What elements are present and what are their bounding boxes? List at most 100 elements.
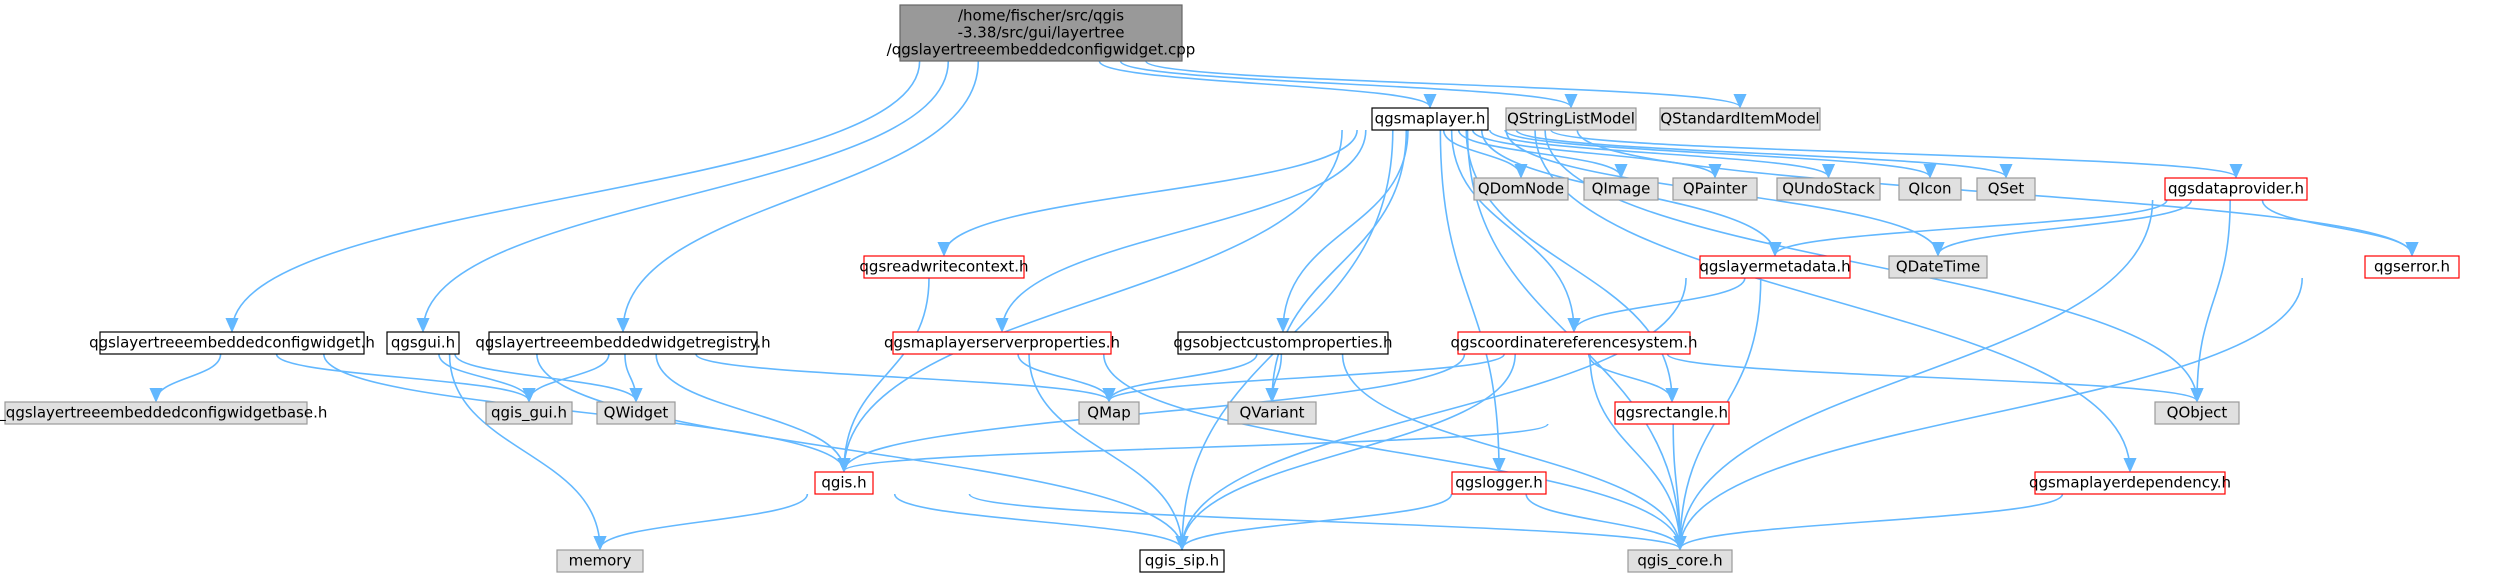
node-qgserror-h[interactable]: qgserror.h xyxy=(2364,255,2460,279)
edge-qgscoordinatereferencesystem-h-to-qobject xyxy=(1666,353,2197,401)
node-label: QDateTime xyxy=(1896,258,1980,276)
node-box xyxy=(1371,107,1489,131)
node-label: QWidget xyxy=(604,404,669,422)
node-qgsmaplayerdependency-h[interactable]: qgsmaplayerdependency.h xyxy=(2029,471,2231,495)
node-box xyxy=(1473,177,1569,201)
edge-qgsmaplayer-h-to-qobject xyxy=(1544,129,2197,401)
node-qgsmaplayer-h[interactable]: qgsmaplayer.h xyxy=(1371,107,1489,131)
edge-qgsmaplayer-h-to-qgscoordinatereferencesystem-h xyxy=(1450,129,1574,331)
node-box xyxy=(488,331,758,355)
edge-qgsmaplayer-h-to-qdomnode xyxy=(1442,129,1521,177)
node-label: QStandardItemModel xyxy=(1660,110,1819,128)
edge-qgsmaplayer-h-to-qgslogger-h xyxy=(1439,129,1499,471)
node-label: QMap xyxy=(1087,404,1130,422)
node-qgslogger-h[interactable]: qgslogger.h xyxy=(1451,471,1547,495)
edge-qgserror-h-to-qgis-core-h xyxy=(1680,277,2303,549)
edge-qgsrectangle-h-to-qgis-h xyxy=(844,423,1549,471)
node-box xyxy=(2364,255,2460,279)
node-label: memory xyxy=(569,552,632,570)
node-label: QObject xyxy=(2167,404,2228,422)
edge-qgslayertreeembeddedwidgetregistry-h-to-qgis-gui-h xyxy=(529,353,610,401)
node-qgis-core-h: qgis_core.h xyxy=(1627,549,1733,573)
node-label: QVariant xyxy=(1239,404,1304,422)
node-label: qgslayertreeembeddedconfigwidget.h xyxy=(89,334,375,352)
node-qgis-h[interactable]: qgis.h xyxy=(814,471,874,495)
edge-root-to-qgslayertreeembeddedwidgetregistry-h xyxy=(623,60,980,331)
node-label: QPainter xyxy=(1683,180,1748,198)
node-qdatetime: QDateTime xyxy=(1888,255,1988,279)
edge-qgis-h-to-qgis-sip-h xyxy=(893,493,1182,549)
node-label: qgis_sip.h xyxy=(1145,552,1219,571)
edge-qgslayermetadata-h-to-qgis-sip-h xyxy=(1182,277,1687,549)
edge-qgsmaplayer-h-to-qgsmaplayerdependency-h xyxy=(1534,129,2130,471)
node-box xyxy=(386,331,460,355)
edge-qgsmaplayer-h-to-qgsrectangle-h xyxy=(1465,129,1672,401)
edge-qgis-h-to-memory xyxy=(600,493,809,549)
edge-qgscoordinatereferencesystem-h-to-qgsrectangle-h xyxy=(1587,353,1672,401)
node-qgslayertreeembeddedconfigwidget-h[interactable]: qgslayertreeembeddedconfigwidget.h xyxy=(89,331,375,355)
node-box xyxy=(2034,471,2226,495)
node-label: qgis.h xyxy=(821,474,866,492)
edge-qgslayertreeembeddedwidgetregistry-h-to-qgis-h xyxy=(655,353,844,471)
edge-qgsmaplayer-h-to-qgis-h xyxy=(844,129,1343,471)
node-label: /home/fischer/src/qgis xyxy=(958,7,1124,25)
node-qset: QSet xyxy=(1976,177,2036,201)
node-label: qgsgui.h xyxy=(391,334,455,352)
node-qgslayermetadata-h[interactable]: qgslayermetadata.h xyxy=(1699,255,1851,279)
node-qvariant: QVariant xyxy=(1227,401,1317,425)
edge-qgsdataprovider-h-to-qobject xyxy=(2197,199,2231,401)
node-box xyxy=(556,549,644,573)
edge-qgscoordinatereferencesystem-h-to-qgis-sip-h xyxy=(1182,353,1516,549)
node-label: qgsrectangle.h xyxy=(1616,404,1728,422)
node-box xyxy=(1898,177,1962,201)
node-qgsreadwritecontext-h[interactable]: qgsreadwritecontext.h xyxy=(859,255,1029,279)
edge-qgslayertreeembeddedwidgetregistry-h-to-qwidget xyxy=(624,353,636,401)
edge-qgsmaplayer-h-to-qset xyxy=(1515,129,2006,177)
node-box xyxy=(1627,549,1733,573)
node-box xyxy=(899,4,1183,62)
node-label: QSet xyxy=(1988,180,2025,198)
node-qgsobjectcustomproperties-h[interactable]: qgsobjectcustomproperties.h xyxy=(1173,331,1393,355)
edge-qgsmaplayer-h-to-qvariant xyxy=(1272,129,1408,401)
edge-qgscoordinatereferencesystem-h-to-qgis-h xyxy=(844,353,1466,471)
node-label: qgslayertreeembeddedwidgetregistry.h xyxy=(475,334,770,352)
node-qgscoordinatereferencesystem-h[interactable]: qgscoordinatereferencesystem.h xyxy=(1451,331,1698,355)
node-qgsgui-h[interactable]: qgsgui.h xyxy=(386,331,460,355)
node-memory: memory xyxy=(556,549,644,573)
node-label: QImage xyxy=(1592,180,1651,198)
node-qicon: QIcon xyxy=(1898,177,1962,201)
node-box xyxy=(1505,107,1637,131)
node-qmap: QMap xyxy=(1078,401,1140,425)
edge-qgsmaplayerserverproperties-h-to-qgis-core-h xyxy=(1102,353,1680,549)
node-qgis-sip-h[interactable]: qgis_sip.h xyxy=(1139,549,1225,573)
edge-qgsdataprovider-h-to-qgserror-h xyxy=(2261,199,2412,255)
node-qgsmaplayerserverproperties-h[interactable]: qgsmaplayerserverproperties.h xyxy=(884,331,1120,355)
node-qgis-gui-h: qgis_gui.h xyxy=(485,401,573,425)
node-qgslayertreeembeddedwidgetregistry-h[interactable]: qgslayertreeembeddedwidgetregistry.h xyxy=(475,331,771,355)
node-label: -3.38/src/gui/layertree xyxy=(958,24,1125,42)
node-label: QIcon xyxy=(1908,180,1951,198)
edge-qgsrectangle-h-to-qgis-core-h xyxy=(1672,423,1680,549)
edge-qgslayertreeembeddedconfigwidget-h-to-qgis-gui-h xyxy=(275,353,529,401)
node-box xyxy=(4,401,308,425)
node-box xyxy=(1976,177,2036,201)
node-box xyxy=(1451,471,1547,495)
node-box xyxy=(485,401,573,425)
node-qgsdataprovider-h[interactable]: qgsdataprovider.h xyxy=(2164,177,2308,201)
edge-qgsreadwritecontext-h-to-qgis-h xyxy=(844,277,930,471)
node-label: QStringListModel xyxy=(1507,110,1635,128)
node-label: QUndoStack xyxy=(1782,180,1875,198)
node-box xyxy=(1776,177,1881,201)
edge-qgis-h-to-qgis-core-h xyxy=(968,493,1680,549)
node-box xyxy=(1177,331,1389,355)
node-label: qgsobjectcustomproperties.h xyxy=(1173,334,1392,352)
edge-root-to-qstandarditemmodel xyxy=(1145,60,1740,107)
node-label: qgsreadwritecontext.h xyxy=(859,258,1028,276)
node-label: qgslogger.h xyxy=(1455,474,1543,492)
node-qgsrectangle-h[interactable]: qgsrectangle.h xyxy=(1614,401,1730,425)
node-box xyxy=(814,471,874,495)
edge-qgsdataprovider-h-to-qgis-core-h xyxy=(1680,199,2154,549)
node-label: QDomNode xyxy=(1478,180,1564,198)
node-box xyxy=(1888,255,1988,279)
